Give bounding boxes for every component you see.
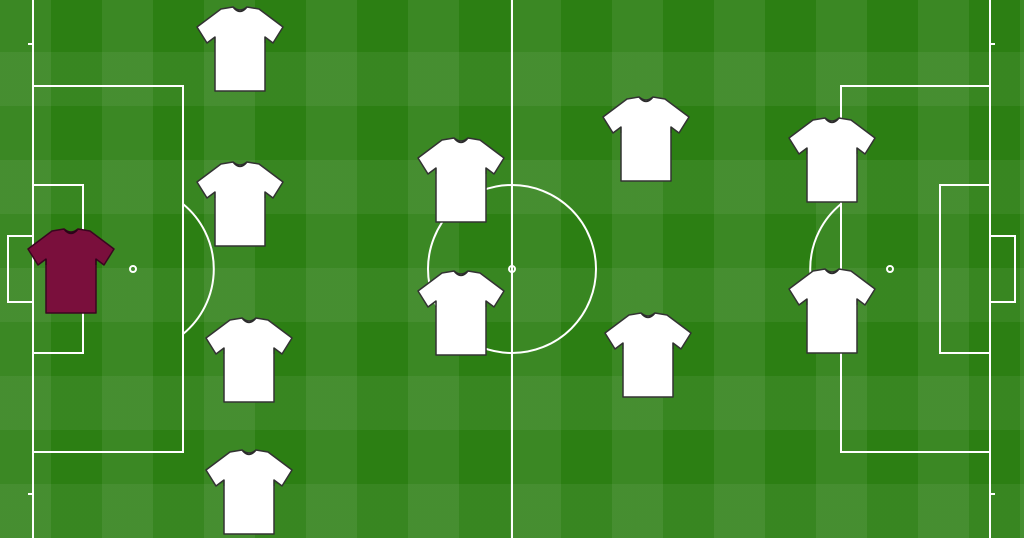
player-jersey[interactable] <box>193 3 287 95</box>
right-goal-area <box>939 184 991 354</box>
player-jersey[interactable] <box>785 265 879 357</box>
player-jersey[interactable] <box>599 93 693 185</box>
right-goal <box>989 235 1016 303</box>
right-penalty-spot <box>886 265 894 273</box>
player-jersey[interactable] <box>202 446 296 538</box>
center-spot <box>508 265 516 273</box>
center-circle <box>427 184 597 354</box>
player-jersey[interactable] <box>414 134 508 226</box>
player-jersey[interactable] <box>414 267 508 359</box>
left-goal <box>7 235 34 303</box>
player-jersey[interactable] <box>601 309 695 401</box>
goalkeeper-jersey[interactable] <box>24 225 118 317</box>
player-jersey[interactable] <box>785 114 879 206</box>
player-jersey[interactable] <box>193 158 287 250</box>
left-penalty-spot <box>129 265 137 273</box>
left-penalty-arc <box>182 203 215 335</box>
player-jersey[interactable] <box>202 314 296 406</box>
